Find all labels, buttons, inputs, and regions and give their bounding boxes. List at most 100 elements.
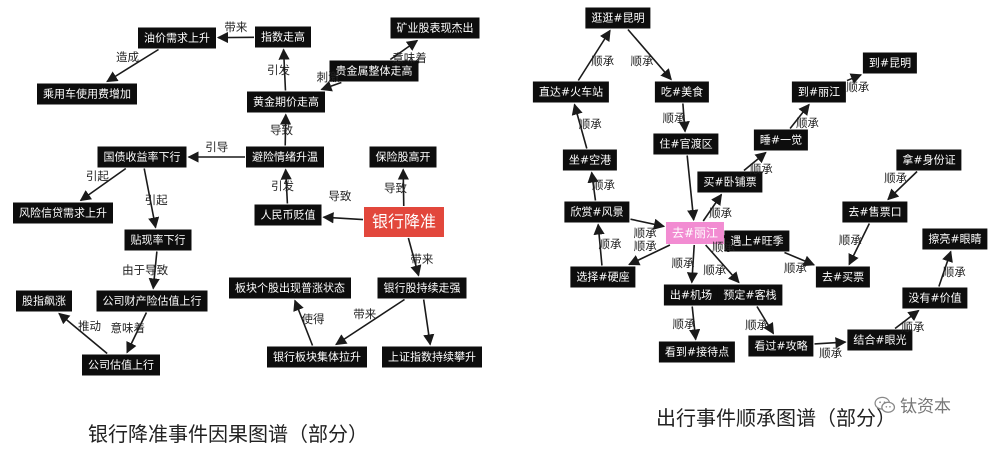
right-edge-root-yuding	[705, 244, 740, 284]
left-edge-label: 带来	[224, 20, 248, 35]
right-node-chu: 出#机场	[663, 284, 719, 306]
right-edge-label: 顺承	[633, 225, 657, 240]
right-edge-label: 顺承	[703, 263, 727, 278]
right-edge-shoupiao-maipiao	[848, 223, 871, 266]
left-node-cheyong: 乘用车使用费增加	[37, 83, 137, 105]
right-edge-zuo-zhida	[571, 103, 588, 149]
left-edge-label: 意味着	[110, 321, 145, 336]
right-graph-edges	[571, 28, 953, 349]
left-edge-label: 使得	[301, 312, 325, 327]
left-node-guozhai: 国债收益率下行	[97, 146, 187, 168]
left-edge-label: 意味着	[392, 51, 427, 66]
right-node-meiyou: 没有#价值	[902, 287, 968, 309]
right-edge-xinshang-root	[630, 218, 666, 230]
right-edge-meiyou-caliang	[938, 250, 953, 287]
left-edge-label: 引起	[85, 169, 109, 184]
left-edge-root-renminbi	[322, 212, 364, 224]
left-edge-label: 带来	[410, 252, 434, 267]
right-edge-label: 顺承	[884, 171, 908, 186]
left-node-guzhi: 股指飙涨	[16, 290, 72, 312]
left-caption: 银行降准事件因果图谱（部分）	[88, 422, 368, 446]
right-node-daokunming: 到#昆明	[862, 52, 918, 74]
left-node-tiexian: 贴现率下行	[124, 229, 192, 251]
right-node-yushang: 遇上#旺季	[724, 230, 790, 252]
right-edge-label: 顺承	[838, 232, 862, 247]
right-edge-shui-daolijiang	[789, 103, 810, 129]
left-edge-guozhai-tiexian	[143, 168, 160, 229]
right-edge-zhida-guangguang	[577, 29, 611, 81]
left-node-bankuaige: 板块个股出现普涨状态	[229, 277, 351, 299]
left-edge-bixian-huangjin	[279, 113, 292, 146]
right-edge-label: 顺承	[630, 54, 654, 69]
right-edge-label: 顺承	[749, 162, 773, 177]
left-edge-label: 导致	[383, 180, 407, 195]
left-edge-tiexian-caichan	[148, 251, 160, 290]
watermark: 钛资本	[874, 392, 951, 417]
right-node-zhida: 直达#火车站	[532, 81, 610, 103]
left-node-huangjin: 黄金期价走高	[247, 91, 325, 113]
left-node-yinhanggu: 银行股持续走强	[377, 277, 467, 299]
right-node-shui: 睡#一觉	[753, 129, 809, 151]
right-edge-label: 顺承	[711, 239, 735, 254]
left-node-fengxian: 风险信贷需求上升	[13, 202, 113, 224]
wechat-icon	[874, 396, 896, 413]
right-node-daolijiang: 到#丽江	[791, 81, 847, 103]
left-edge-label: 引导	[205, 140, 229, 154]
left-node-bixian: 避险情绪升温	[246, 146, 324, 168]
right-node-zuo: 坐#空港	[562, 149, 618, 171]
left-edge-yinhanggu-shangzheng	[422, 299, 435, 346]
right-edge-label: 顺承	[662, 111, 686, 126]
right-edge-label: 顺承	[901, 320, 925, 335]
left-node-youjia: 油价需求上升	[138, 27, 216, 49]
left-node-baoxian: 保险股高开	[369, 146, 437, 168]
right-caption: 出行事件顺承图谱（部分）	[656, 406, 896, 430]
right-edge-label: 顺承	[795, 115, 819, 130]
left-edge-yinhanggu-jiti	[335, 298, 405, 346]
right-edge-zhu-root	[686, 155, 699, 222]
left-node-zhishu: 指数走高	[255, 26, 311, 48]
right-edge-na-shoupiao	[887, 170, 918, 201]
right-edge-label: 顺承	[709, 206, 733, 221]
right-edge-yushang-maipiao	[784, 251, 816, 267]
right-edge-label: 顺承	[633, 238, 657, 253]
right-edge-chi-zhu	[678, 103, 690, 133]
left-edge-jiti-bankuaige	[293, 299, 314, 346]
right-edge-root-chu	[686, 244, 699, 284]
left-graph-edges	[58, 31, 435, 355]
left-edge-caichan-gongsi	[126, 312, 148, 354]
right-node-xinshang: 欣赏#风景	[564, 201, 630, 223]
left-edge-label: 造成	[116, 50, 140, 64]
left-edge-label: 引发	[271, 178, 294, 193]
right-edge-label: 顺承	[671, 256, 695, 271]
right-edge-label: 顺承	[783, 260, 807, 275]
right-edge-label: 顺承	[578, 116, 602, 131]
left-node-caichan: 公司财产险估值上行	[96, 290, 208, 312]
left-edge-guozhai-fengxian	[79, 167, 127, 202]
left-edge-label: 带来	[353, 306, 377, 321]
right-node-kanguo: 看过#攻略	[748, 335, 814, 357]
left-node-gongsi: 公司估值上行	[82, 354, 160, 376]
right-node-root: 去#丽江	[665, 222, 725, 244]
left-edge-label: 刺激	[316, 69, 340, 84]
right-edge-kanguo-jiehe	[814, 337, 847, 349]
left-node-root: 银行降准	[363, 207, 445, 237]
right-node-caliang: 擦亮#眼睛	[922, 228, 988, 250]
right-node-chi: 吃#美食	[654, 81, 710, 103]
left-edge-root-yinhanggu	[407, 237, 422, 277]
right-edge-xuanze-xinshang	[593, 223, 605, 266]
right-edge-xinshang-zuo	[587, 171, 599, 201]
right-node-yuding: 预定#客栈	[717, 284, 783, 306]
right-edge-label: 顺承	[745, 318, 769, 333]
right-edge-label: 顺承	[819, 346, 843, 360]
right-edge-label: 顺承	[591, 53, 615, 68]
right-edge-chu-kandao	[689, 306, 701, 341]
left-edge-label: 导致	[269, 123, 293, 138]
right-edge-root-xuanze	[628, 244, 671, 266]
right-node-na: 拿#身份证	[896, 149, 962, 171]
right-edge-label: 顺承	[846, 79, 870, 94]
watermark-text: 钛资本	[900, 397, 951, 417]
right-edge-root-mai	[702, 193, 723, 222]
left-node-jiti: 银行板块集体拉升	[267, 346, 367, 368]
